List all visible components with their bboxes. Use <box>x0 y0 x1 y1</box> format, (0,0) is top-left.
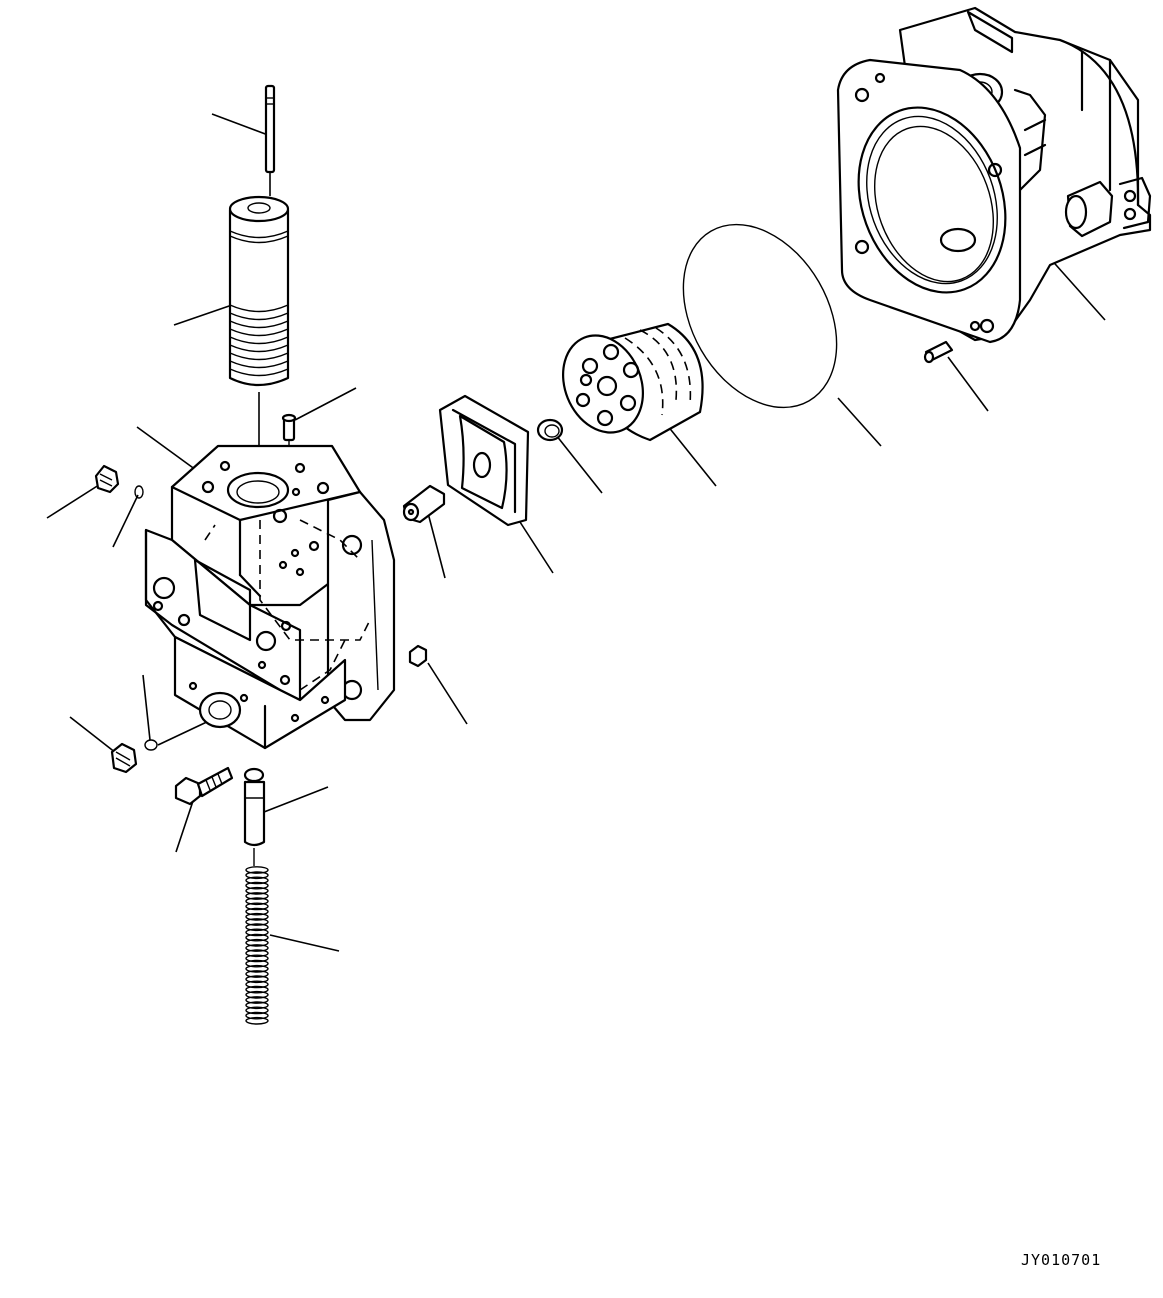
hex-bolt <box>176 768 232 804</box>
spring-coil <box>246 960 268 966</box>
spring-coil <box>246 919 268 925</box>
spring-coil <box>246 1002 268 1008</box>
valve-body <box>146 446 394 748</box>
spring-coil <box>246 914 268 920</box>
gasket-ring <box>652 197 868 435</box>
spring-coil <box>246 1007 268 1013</box>
spring-coil <box>246 997 268 1003</box>
pump-case <box>834 8 1150 342</box>
spring-guide <box>245 769 264 866</box>
spring-coil <box>246 908 268 914</box>
spring-coil <box>246 945 268 951</box>
spring-coil <box>246 1018 268 1024</box>
spring-coil <box>246 971 268 977</box>
spring-coil <box>246 924 268 930</box>
spring-coil <box>246 992 268 998</box>
spring-coil <box>246 877 268 883</box>
spring-coil <box>246 986 268 992</box>
drawing-code: JY010701 <box>1021 1251 1102 1269</box>
dowel-pin <box>925 342 952 362</box>
spring-coil <box>246 976 268 982</box>
spring-coil <box>246 934 268 940</box>
spring-coil <box>246 882 268 888</box>
valve-plate <box>440 396 528 525</box>
coil-spring <box>246 867 268 1024</box>
spring-coil <box>246 950 268 956</box>
spring-coil <box>246 903 268 909</box>
spring-coil <box>246 966 268 972</box>
top-pin-rod <box>266 86 274 196</box>
plug-lower-left <box>112 744 136 772</box>
nozzle-fitting <box>404 486 444 522</box>
spring-coil <box>246 888 268 894</box>
spring-coil <box>246 872 268 878</box>
spring-coil <box>246 929 268 935</box>
spring-coil <box>246 1012 268 1018</box>
plug-upper-left <box>96 466 118 492</box>
piston-sleeve <box>230 197 288 470</box>
o-ring-lower-left <box>145 740 157 750</box>
spring-coil <box>246 955 268 961</box>
spring-coil <box>246 940 268 946</box>
spring-coil <box>246 867 268 873</box>
small-plug-right <box>410 646 426 666</box>
leader-lines <box>47 114 1105 951</box>
spring-coil <box>246 893 268 899</box>
spring-coil <box>246 898 268 904</box>
bushing-ring <box>538 420 562 440</box>
spring-coil <box>246 981 268 987</box>
o-ring-upper-left <box>135 486 143 498</box>
cylinder-block <box>549 323 703 444</box>
